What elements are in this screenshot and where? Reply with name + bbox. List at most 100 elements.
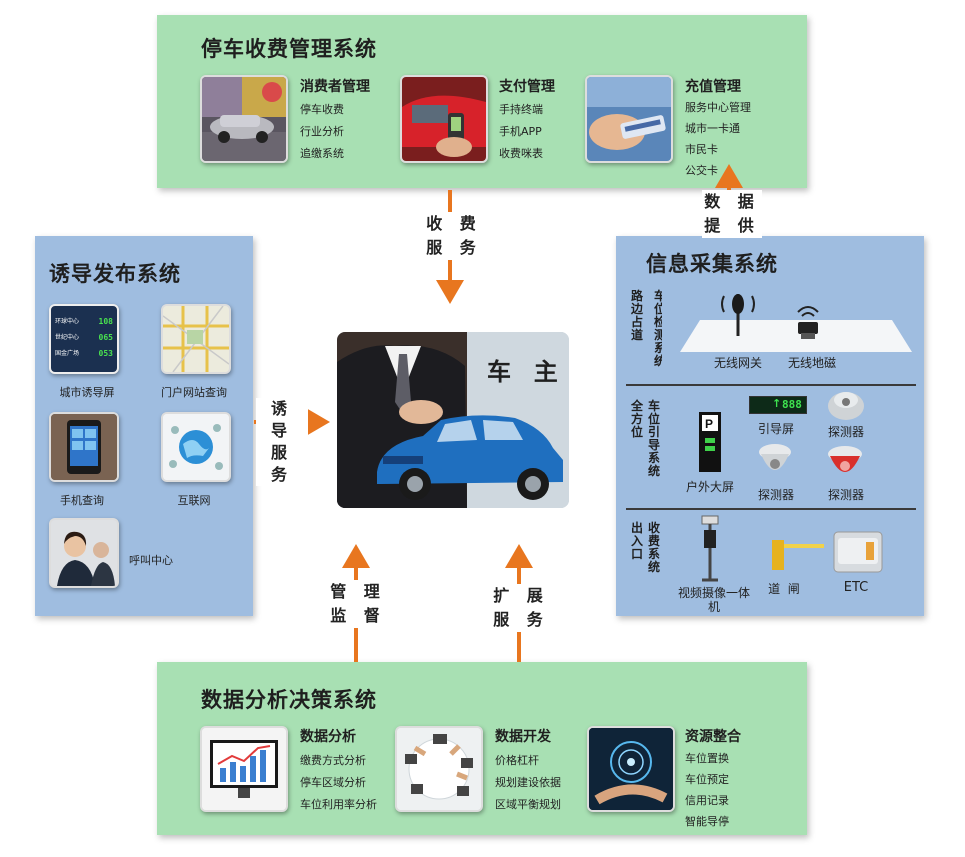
mobile-query-label: 手机查询 xyxy=(60,494,104,507)
extension-service-label: 扩 展 服 务 xyxy=(491,584,551,632)
wireless-geomagnetic-label: 无线地磁 xyxy=(787,356,836,370)
internet-globe-image xyxy=(161,412,231,482)
recharge-item-1: 服务中心管理 xyxy=(685,101,751,114)
extension-service-line-1: 扩 展 xyxy=(493,586,549,605)
guidance-publish-panel: 诱导发布系统 环球中心 108 世纪中心 065 国金广场 053 城市诱导屏 xyxy=(35,236,253,616)
payment-item-3: 收费咪表 xyxy=(499,147,543,160)
management-supervision-line-1: 管 理 xyxy=(330,582,386,601)
guidance-service-line-1: 诱 导 xyxy=(270,399,293,440)
svg-text:位: 位 xyxy=(631,424,643,439)
resource-integration-item-3: 信用记录 xyxy=(685,794,729,807)
guidance-service-line-2: 服 务 xyxy=(270,443,293,484)
svg-text:全: 全 xyxy=(630,398,644,413)
management-supervision-line-2: 监 督 xyxy=(330,606,386,625)
portal-map-image xyxy=(161,304,231,374)
consumer-item-1: 停车收费 xyxy=(300,103,344,116)
arrow-right-up-head xyxy=(715,164,743,188)
payment-management-image xyxy=(400,75,488,163)
call-center-image xyxy=(49,518,119,588)
resource-integration-item-4: 智能导停 xyxy=(685,815,729,828)
payment-management-title: 支付管理 xyxy=(499,79,555,95)
screen-row-2: 世纪中心 065 xyxy=(55,333,113,342)
svg-text:系: 系 xyxy=(648,546,660,561)
svg-text:收: 收 xyxy=(648,520,660,535)
car-owner-label: 车 主 xyxy=(487,358,560,386)
etc-label: ETC xyxy=(843,580,869,595)
data-analysis-image xyxy=(200,726,288,812)
svg-text:边: 边 xyxy=(630,301,644,316)
road-surface-icon xyxy=(680,294,912,352)
guidance-screen-number: 888 xyxy=(782,398,802,411)
video-camera-label-text: 视频摄像一体机 xyxy=(678,586,751,614)
info-collection-panel: 信息采集系统 车 位 检 测 系 统 路 边 占 道 无线网关 无线地磁 全 方… xyxy=(616,236,924,616)
payment-item-2: 手机APP xyxy=(499,125,542,138)
detector-icon-2 xyxy=(759,444,791,470)
payment-item-1: 手持终端 xyxy=(499,103,543,116)
arrow-left-right-head xyxy=(306,408,330,436)
consumer-item-2: 行业分析 xyxy=(300,125,344,138)
outdoor-large-screen-label: 户外大屏 xyxy=(685,480,734,494)
svg-text:引: 引 xyxy=(648,425,660,439)
svg-text:统: 统 xyxy=(648,559,660,574)
arrow-top-down-head xyxy=(436,280,464,304)
call-center-label: 呼叫中心 xyxy=(129,554,173,567)
svg-text:出: 出 xyxy=(631,520,643,535)
panel-title: 停车收费管理系统 xyxy=(201,37,377,61)
detector-label-3: 探测器 xyxy=(827,488,864,502)
data-development-image xyxy=(395,726,483,812)
svg-text:路: 路 xyxy=(631,288,644,303)
guidance-screen-icon: ↑ 888 xyxy=(749,396,807,414)
svg-text:口: 口 xyxy=(631,547,643,561)
recharge-item-4: 公交卡 xyxy=(685,164,718,177)
data-development-item-1: 价格杠杆 xyxy=(495,754,539,767)
wireless-gateway-label: 无线网关 xyxy=(713,356,762,370)
portal-website-query-label: 门户网站查询 xyxy=(161,386,227,399)
data-analysis-item-1: 缴费方式分析 xyxy=(300,754,366,767)
svg-text:P: P xyxy=(705,417,713,431)
resource-integration-item-1: 车位置换 xyxy=(685,752,729,765)
data-provide-line-2: 提 供 xyxy=(704,216,760,235)
internet-label: 互联网 xyxy=(177,494,211,507)
data-development-title: 数据开发 xyxy=(495,729,551,745)
svg-text:车: 车 xyxy=(648,398,660,413)
section-divider-1 xyxy=(626,384,916,386)
outdoor-screen-icon: P xyxy=(699,412,721,472)
panel-title: 数据分析决策系统 xyxy=(201,688,377,712)
resource-integration-title: 资源整合 xyxy=(685,729,741,745)
barrier-gate-label: 道 闸 xyxy=(768,582,800,596)
city-guidance-screen-label: 城市诱导屏 xyxy=(59,386,115,399)
guidance-system-label: 全 方 位 车 位 引 导 系 统 xyxy=(630,398,660,478)
screen-row-3: 国金广场 053 xyxy=(55,349,113,358)
consumer-item-3: 追缴系统 xyxy=(300,147,344,160)
svg-text:位: 位 xyxy=(648,411,660,426)
detector-label-2: 探测器 xyxy=(757,488,794,502)
data-analysis-title: 数据分析 xyxy=(300,729,356,745)
fee-service-line-2: 服 务 xyxy=(426,238,482,257)
fee-service-line-1: 收 费 xyxy=(426,214,482,233)
recharge-management-title: 充值管理 xyxy=(685,79,741,95)
svg-text:费: 费 xyxy=(648,533,660,548)
svg-text:占: 占 xyxy=(631,314,643,329)
data-analysis-item-2: 停车区域分析 xyxy=(300,776,366,789)
video-camera-label: 视频摄像一体机 xyxy=(678,586,750,614)
guidance-screen-label: 引导屏 xyxy=(757,422,794,436)
svg-text:入: 入 xyxy=(631,534,643,548)
guidance-screen-arrow: ↑ xyxy=(772,397,782,410)
data-analysis-decision-panel: 数据分析决策系统 数据分析 缴费方式分析 停车区域分析 车位利用率分析 数据开发… xyxy=(157,662,807,835)
fee-service-label: 收 费 服 务 xyxy=(424,212,484,260)
svg-text:系: 系 xyxy=(648,450,660,465)
section-divider-2 xyxy=(626,508,916,510)
svg-text:道: 道 xyxy=(631,327,643,342)
resource-integration-image xyxy=(587,726,675,812)
arrow-bottom-left-up-head xyxy=(342,544,370,568)
video-camera-icon xyxy=(701,515,719,582)
svg-text:导: 导 xyxy=(648,437,660,452)
svg-text:方: 方 xyxy=(631,411,643,426)
entrance-exit-system-label: 出 入 口 收 费 系 统 xyxy=(631,520,660,574)
panel-title: 诱导发布系统 xyxy=(49,262,181,286)
consumer-management-title: 消费者管理 xyxy=(300,79,370,95)
data-development-item-3: 区域平衡规划 xyxy=(495,798,561,811)
detector-icon-3 xyxy=(828,446,862,472)
resource-integration-item-2: 车位预定 xyxy=(685,773,729,786)
recharge-item-3: 市民卡 xyxy=(685,143,718,156)
